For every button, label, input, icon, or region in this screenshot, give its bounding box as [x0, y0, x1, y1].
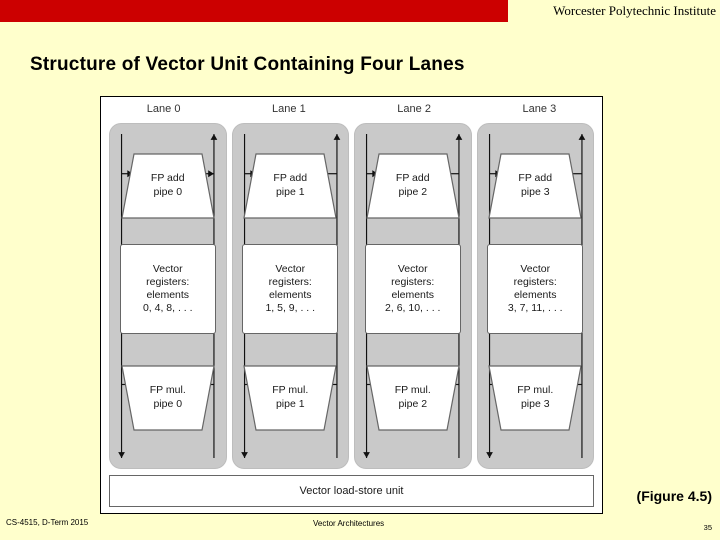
fp-add-label-line1-2: FP add — [395, 172, 430, 185]
fp-add-label-line1-1: FP add — [273, 172, 308, 185]
lanes-row: FP add pipe 0 Vector registers: elements… — [109, 123, 594, 469]
footer-topic: Vector Architectures — [313, 519, 385, 528]
lane-headers: Lane 0 Lane 1 Lane 2 Lane 3 — [101, 97, 602, 121]
fp-add-unit-1: FP add pipe 1 — [242, 152, 338, 220]
lane-header-3: Lane 3 — [522, 103, 557, 115]
vector-registers-line2-3: registers: — [513, 275, 557, 288]
vector-registers-line2-0: registers: — [146, 275, 190, 288]
fp-mul-label-line1-1: FP mul. — [272, 384, 309, 397]
top-bar-right-gap — [508, 0, 720, 22]
fp-mul-unit-1: FP mul. pipe 1 — [242, 364, 338, 432]
footer-page-number: 35 — [703, 523, 712, 532]
footer-course: CS-4515, D-Term 2015 — [6, 518, 89, 527]
lane-header-0: Lane 0 — [146, 103, 181, 115]
lane-header-1: Lane 1 — [272, 103, 306, 115]
vector-registers-line3-1: elements — [268, 289, 312, 301]
vector-registers-line2-1: registers: — [268, 275, 312, 288]
university-name: Worcester Polytechnic Institute — [553, 3, 716, 18]
lane-1: FP add pipe 1 Vector registers: elements… — [231, 123, 349, 469]
vector-registers-line3-2: elements — [391, 289, 435, 301]
fp-mul-unit-2: FP mul. pipe 2 — [365, 364, 461, 432]
vector-unit-figure: Lane 0 Lane 1 Lane 2 Lane 3 — [100, 96, 603, 514]
vector-registers-line4-1: 1, 5, 9, . . . — [265, 302, 316, 315]
fp-add-label-line2-2: pipe 2 — [398, 186, 428, 198]
vector-registers-3: Vector registers: elements 3, 7, 11, . .… — [487, 244, 584, 334]
vector-registers-line4-0: 0, 4, 8, . . . — [142, 302, 193, 315]
vector-registers-line4-2: 2, 6, 10, . . . — [385, 302, 441, 315]
vector-registers-line2-2: registers: — [391, 275, 435, 288]
vector-registers-2: Vector registers: elements 2, 6, 10, . .… — [364, 244, 461, 334]
fp-mul-label-line2-0: pipe 0 — [153, 398, 183, 410]
vector-load-store-unit: Vector load-store unit — [109, 475, 594, 507]
fp-mul-label-line1-2: FP mul. — [394, 384, 431, 397]
fp-add-unit-2: FP add pipe 2 — [365, 152, 461, 220]
vector-registers-line4-3: 3, 7, 11, . . . — [507, 302, 563, 315]
fp-mul-label-line2-1: pipe 1 — [275, 398, 305, 410]
fp-mul-label-line2-3: pipe 3 — [520, 398, 550, 410]
fp-mul-label-line1-0: FP mul. — [149, 384, 186, 397]
fp-add-label-line2-3: pipe 3 — [520, 186, 550, 198]
vector-registers-line3-0: elements — [146, 289, 190, 301]
lane-0: FP add pipe 0 Vector registers: elements… — [109, 123, 227, 469]
vector-registers-line1-0: Vector — [152, 262, 183, 275]
fp-mul-unit-3: FP mul. pipe 3 — [487, 364, 583, 432]
vector-registers-line1-1: Vector — [275, 262, 306, 275]
fp-add-unit-0: FP add pipe 0 — [120, 152, 216, 220]
fp-mul-label-line2-2: pipe 2 — [398, 398, 428, 410]
lane-2: FP add pipe 2 Vector registers: elements… — [354, 123, 472, 469]
lane-3: FP add pipe 3 Vector registers: elements… — [476, 123, 594, 469]
vector-registers-0: Vector registers: elements 0, 4, 8, . . … — [119, 244, 216, 334]
vector-registers-line1-2: Vector — [397, 262, 428, 275]
figure-caption: (Figure 4.5) — [636, 488, 712, 504]
page-title: Structure of Vector Unit Containing Four… — [30, 54, 465, 75]
fp-mul-unit-0: FP mul. pipe 0 — [120, 364, 216, 432]
fp-add-label-line1-0: FP add — [150, 172, 185, 185]
fp-add-label-line2-0: pipe 0 — [153, 186, 183, 198]
vector-registers-1: Vector registers: elements 1, 5, 9, . . … — [242, 244, 339, 334]
fp-add-label-line2-1: pipe 1 — [275, 186, 305, 198]
fp-add-unit-3: FP add pipe 3 — [487, 152, 583, 220]
lane-header-2: Lane 2 — [397, 103, 431, 115]
fp-add-label-line1-3: FP add — [518, 172, 553, 185]
fp-mul-label-line1-3: FP mul. — [517, 384, 554, 397]
vector-registers-line1-3: Vector — [520, 262, 551, 275]
vector-registers-line3-3: elements — [513, 289, 557, 301]
